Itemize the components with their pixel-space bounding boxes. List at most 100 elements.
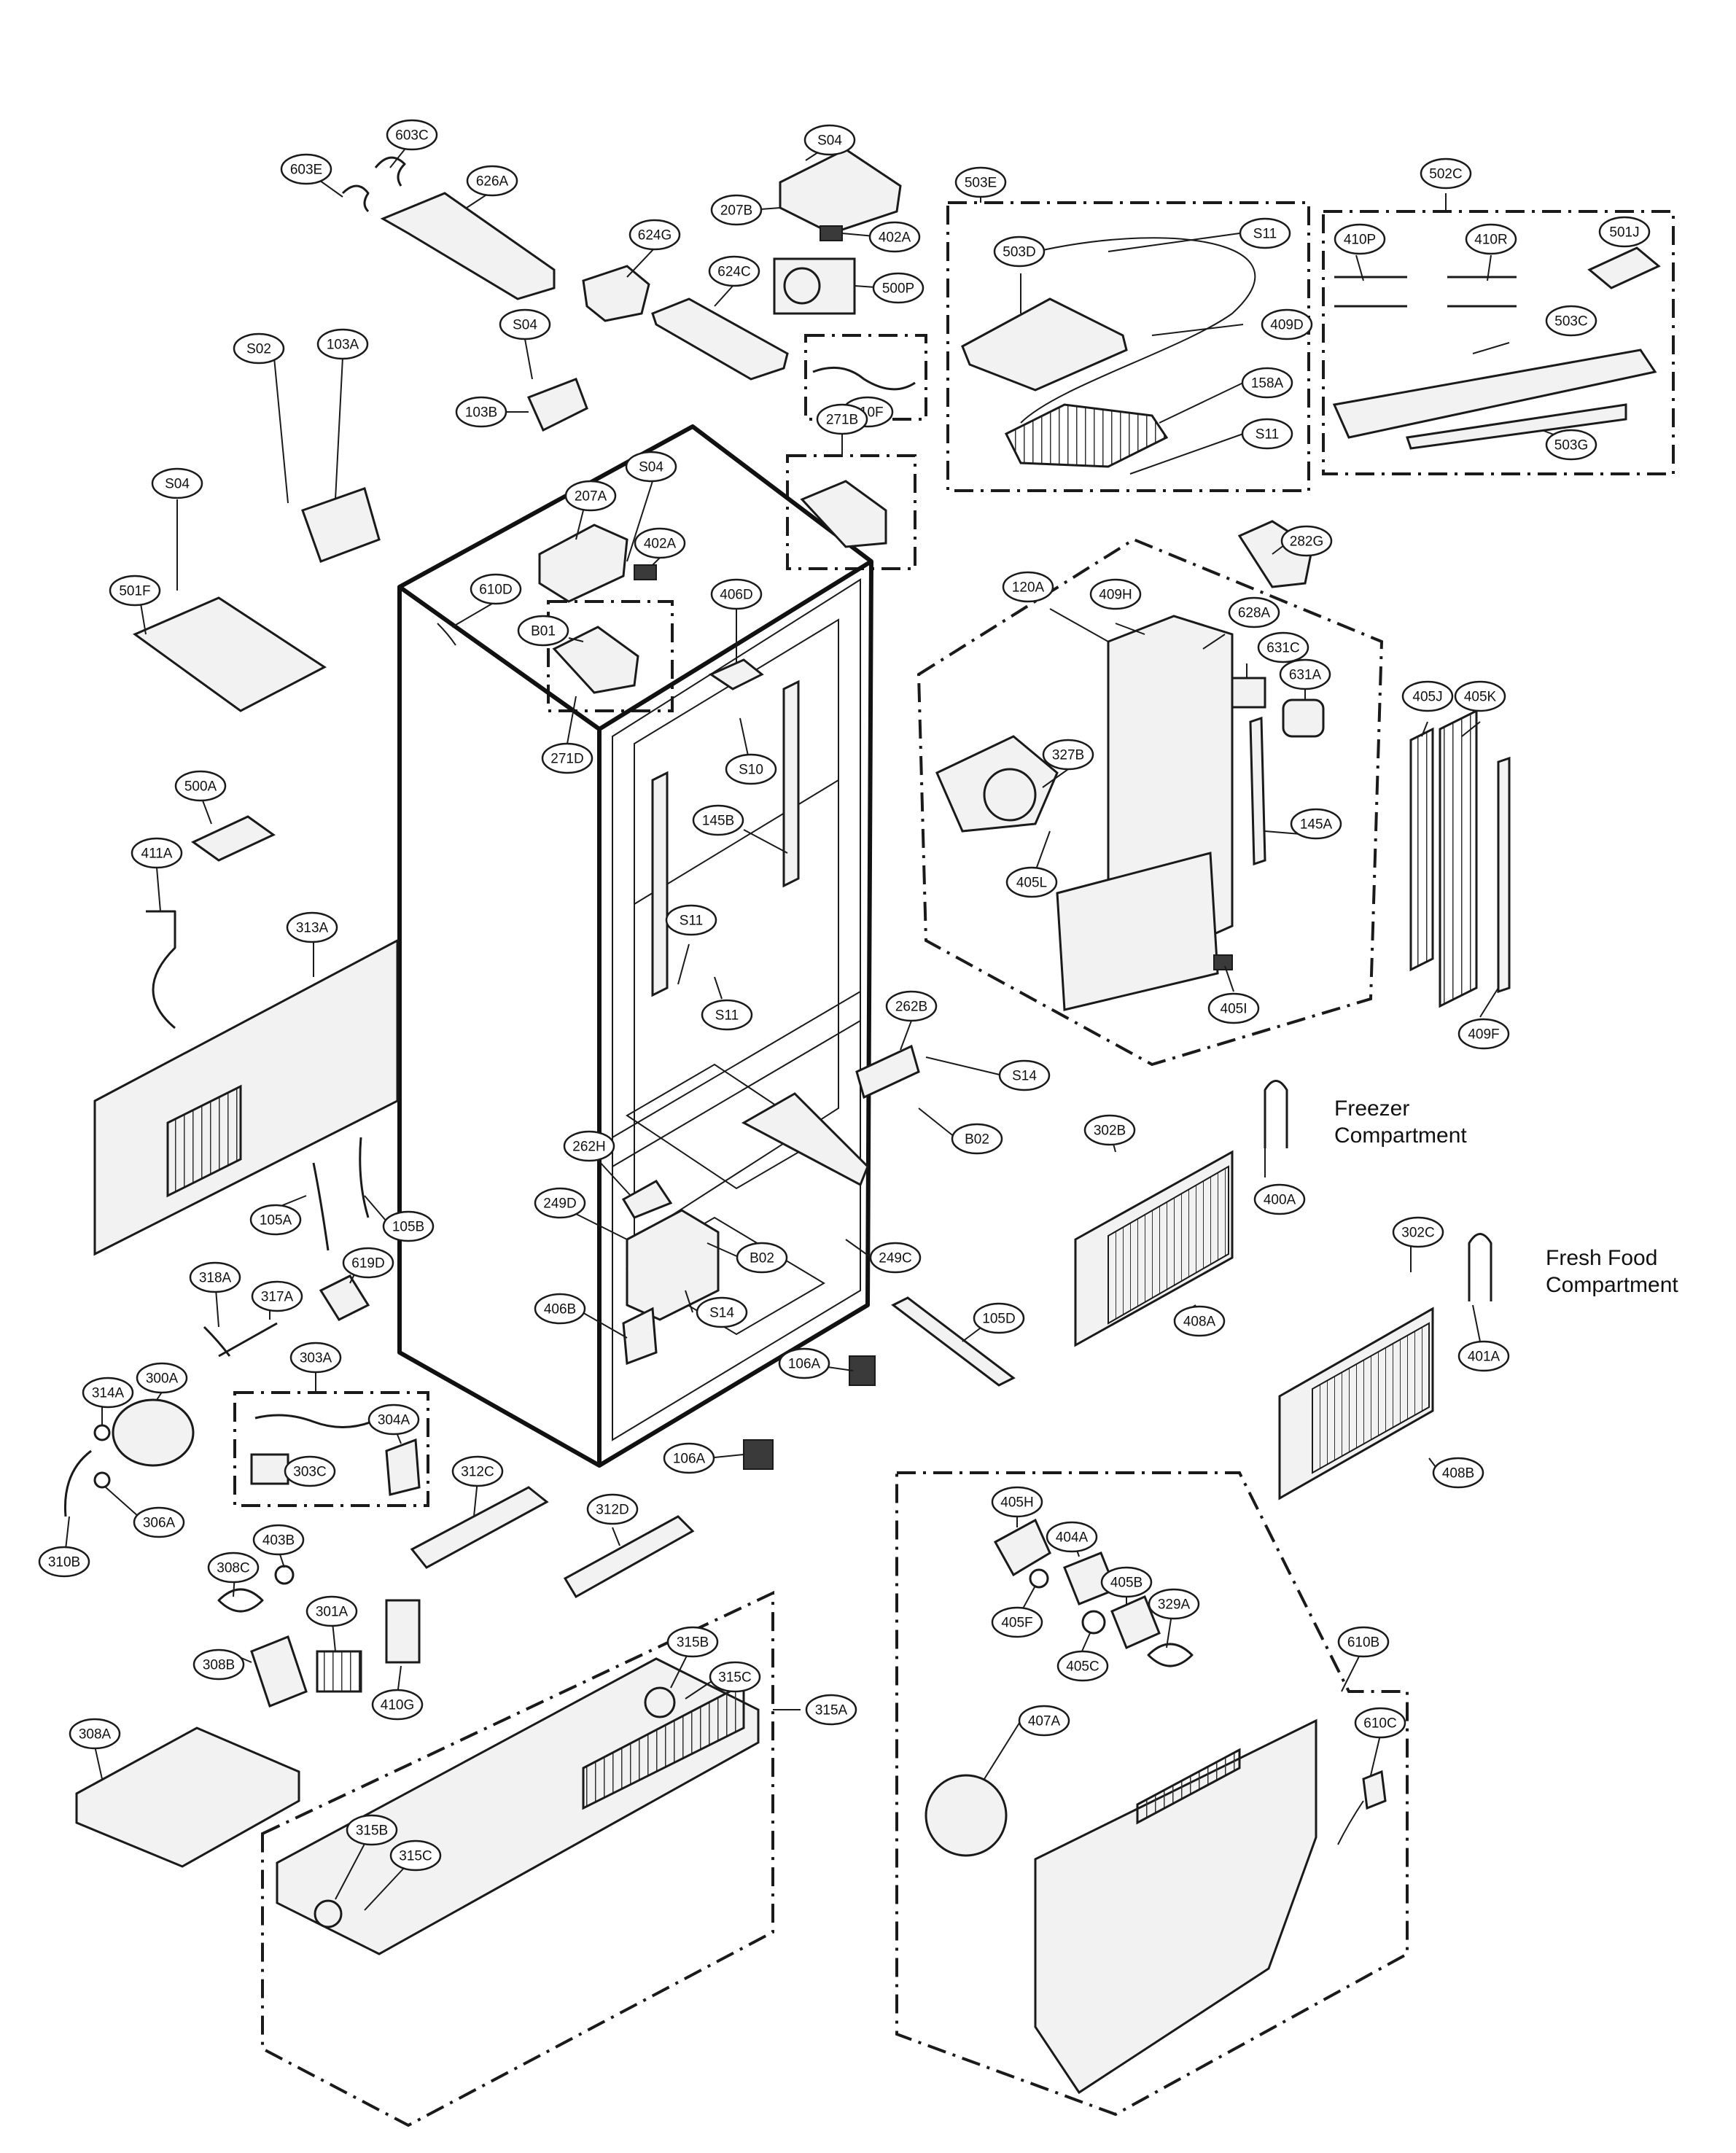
callout-label: 327B (1052, 748, 1084, 763)
harness-410R (1447, 276, 1517, 308)
hinge-clip-603E (341, 184, 370, 213)
callout-label: 610D (479, 583, 512, 598)
tube-409D (1020, 237, 1256, 424)
callout-s02: S02 (233, 332, 285, 365)
fan-housing-627B (935, 735, 1059, 833)
callout-bubble (710, 194, 763, 226)
rear-panel-313A (93, 938, 399, 1256)
callout-label: 315B (677, 1635, 709, 1651)
callout-label: 503C (1554, 314, 1587, 330)
callout-label: S11 (715, 1008, 739, 1024)
callout-label: 500P (882, 281, 914, 297)
callout-bubble (628, 219, 681, 251)
cabinet-inner-liner-back (634, 618, 839, 1241)
callout-312d: 312D (586, 1493, 639, 1525)
bracket-207B (779, 148, 902, 235)
callout-bubble (973, 1302, 1025, 1334)
callout-b01: B01 (517, 615, 569, 647)
callout-bubble (1005, 866, 1058, 898)
callout-label: 406B (544, 1302, 576, 1317)
callout-bubble (993, 235, 1046, 268)
main-cabinet (397, 424, 873, 1468)
callout-bubble (517, 615, 569, 647)
callout-bubble (564, 480, 617, 512)
callout-403b: 403B (252, 1524, 305, 1556)
callout-bubble (625, 451, 677, 483)
callout-145a: 145A (1290, 808, 1342, 840)
pcb-500A (191, 815, 276, 862)
bushing-403B (274, 1565, 295, 1585)
callout-label: 262B (895, 1000, 927, 1015)
callout-315a: 315A (805, 1694, 857, 1726)
callout-label: 631C (1266, 641, 1299, 656)
callout-label: 105B (392, 1220, 424, 1235)
callout-105d: 105D (973, 1302, 1025, 1334)
callout-282g: 282G (1280, 525, 1333, 557)
fan-blade-329A (1147, 1643, 1194, 1667)
bracket-207A (538, 523, 628, 603)
callout-label: 249C (879, 1251, 911, 1266)
heater-400A (1264, 1080, 1288, 1148)
callout-bubble (1334, 223, 1386, 255)
callout-405j: 405J (1401, 680, 1454, 712)
callout-bubble (346, 1814, 398, 1846)
callout-262h: 262H (563, 1130, 615, 1162)
callout-405f: 405F (991, 1606, 1043, 1638)
callout-label: 120A (1012, 580, 1045, 596)
callout-label: 313A (296, 921, 329, 936)
callout-bubble (207, 1552, 260, 1584)
callout-bubble (951, 1123, 1003, 1155)
callout-bubble (280, 153, 332, 185)
callout-label: B01 (531, 624, 556, 639)
callout-502c: 502C (1420, 157, 1472, 190)
group-503E-box (946, 201, 1310, 492)
hinge-262B (855, 1044, 920, 1099)
callout-label: B02 (750, 1251, 774, 1266)
callout-308c: 308C (207, 1552, 260, 1584)
callout-405b: 405B (1100, 1566, 1153, 1598)
callout-s11: S11 (701, 999, 753, 1031)
callout-bubble (1148, 1588, 1200, 1620)
sensor-610C-wire (1337, 1800, 1364, 1845)
callout-bubble (189, 1261, 241, 1293)
callout-bubble (284, 1455, 336, 1487)
callout-308b: 308B (192, 1648, 245, 1681)
callout-408b: 408B (1432, 1457, 1484, 1489)
callout-207b: 207B (710, 194, 763, 226)
compressor-300A (112, 1398, 195, 1467)
callout-106a: 106A (778, 1347, 830, 1379)
callout-label: 402A (879, 230, 911, 246)
callout-label: 312C (461, 1465, 494, 1480)
callout-label: 207A (575, 489, 607, 505)
callout-bubble (1239, 217, 1291, 249)
callout-bubble (1420, 157, 1472, 190)
lower-duct-405I (1056, 852, 1219, 1011)
callout-s11: S11 (1239, 217, 1291, 249)
callout-s04: S04 (151, 467, 203, 499)
callout-327b: 327B (1042, 739, 1094, 771)
callout-bubble (455, 396, 507, 428)
callout-120a: 120A (1002, 571, 1054, 603)
callout-label: 308B (203, 1658, 235, 1673)
callout-label: 145A (1300, 817, 1333, 833)
callout-label: 603E (290, 163, 322, 178)
callout-bubble (709, 1661, 761, 1693)
base-plate-315A (276, 1657, 760, 1955)
callout-624c: 624C (708, 255, 760, 287)
callout-bubble (1241, 367, 1293, 399)
rail-409F (1497, 756, 1511, 994)
group-502C-box (1322, 210, 1675, 475)
hinge-624G (582, 265, 650, 322)
callout-label: 603C (395, 128, 428, 144)
relay-303C (250, 1453, 289, 1485)
callout-bubble (885, 990, 938, 1022)
callout-bubble (634, 527, 686, 559)
cover-103A (301, 487, 381, 563)
callout-label: S14 (709, 1306, 734, 1321)
callout-bubble (869, 1242, 922, 1274)
callout-label: 271B (826, 413, 858, 428)
callout-bubble (1083, 1114, 1136, 1146)
callout-610b: 610B (1337, 1626, 1390, 1658)
panel-501F (132, 596, 327, 712)
cover-624C (651, 297, 789, 381)
